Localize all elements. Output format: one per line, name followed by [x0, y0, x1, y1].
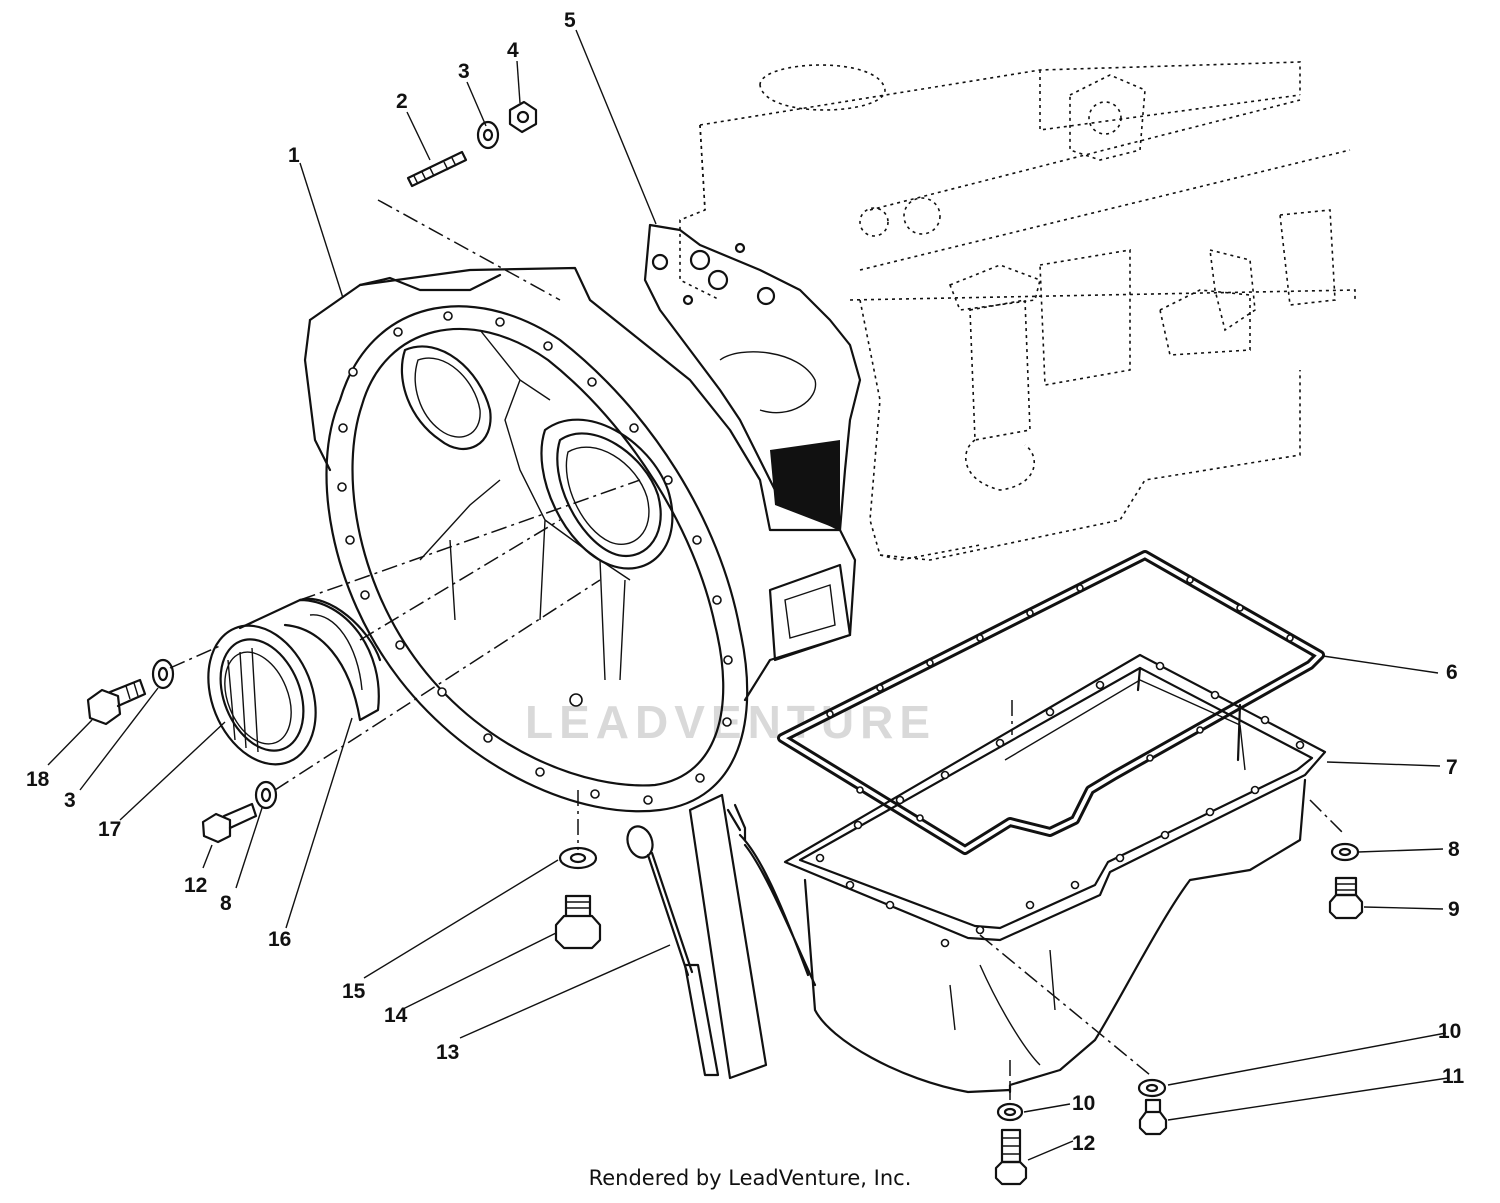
callout-13: 13: [436, 1041, 459, 1064]
part-8-washer-right: [1330, 842, 1360, 862]
part-12-bolt-left: [201, 802, 258, 844]
part-18-bolt: [86, 678, 147, 726]
gasket-bolt-holes: [826, 576, 1294, 822]
part-13-dipstick: [626, 825, 720, 1077]
callout-7: 7: [1446, 756, 1458, 779]
callout-5: 5: [564, 9, 576, 32]
part-16-seal-retainer: [238, 597, 382, 722]
part-6-oil-pan-gasket: [777, 550, 1325, 855]
engine-block: [679, 61, 1356, 561]
callout-12-left: 12: [184, 874, 207, 897]
centerline-bolt-18: [169, 644, 223, 669]
part-3-washer-left: [151, 658, 175, 690]
callout-9: 9: [1448, 898, 1460, 921]
callout-labels: 1 2 3 4 5 6 7 8 9 10 11 10 12 18 3 17 12…: [26, 9, 1465, 1155]
centerline-bolt-12: [274, 579, 601, 791]
leader-lines: [47, 29, 1449, 1161]
footer-credit: Rendered by LeadVenture, Inc.: [588, 1166, 912, 1190]
callout-18: 18: [26, 768, 50, 791]
part-8-washer-left: [254, 780, 278, 810]
part-15-washer: [558, 846, 598, 870]
callout-2: 2: [396, 90, 408, 113]
callout-10-right: 10: [1438, 1020, 1461, 1043]
centerline-seal: [299, 479, 641, 601]
part-7-oil-pan: [783, 653, 1327, 1094]
part-4-nut-top: [508, 100, 538, 134]
callout-16: 16: [268, 928, 291, 951]
callout-4: 4: [507, 39, 519, 62]
part-10-washer-bottom: [996, 1102, 1024, 1122]
part-1-flywheel-housing: [303, 266, 857, 813]
callout-17: 17: [98, 818, 121, 841]
part-11-bolt: [1138, 1098, 1168, 1136]
centerline-retainer: [359, 519, 561, 641]
callout-14: 14: [384, 1004, 408, 1027]
callout-15: 15: [342, 980, 366, 1003]
callout-11: 11: [1442, 1065, 1465, 1088]
callout-8-left: 8: [220, 892, 232, 915]
part-2-stud: [406, 150, 468, 188]
centerline-drain-right: [979, 934, 1151, 1076]
part-10-washer-right: [1137, 1078, 1167, 1098]
part-17-oil-seal: [207, 624, 317, 766]
flange-bolt-holes: [337, 311, 733, 805]
part-3-washer-top: [476, 120, 500, 150]
dipstick-guide-tube: [688, 793, 817, 1080]
callout-1: 1: [288, 144, 300, 167]
callout-10-bottom: 10: [1072, 1092, 1095, 1115]
centerline-stud: [377, 199, 561, 301]
callout-6: 6: [1446, 661, 1458, 684]
callout-8-right: 8: [1448, 838, 1460, 861]
pan-bolt-holes: [815, 661, 1305, 948]
callout-3-left: 3: [64, 789, 76, 812]
callout-3: 3: [458, 60, 470, 83]
centerline-bolt-9: [1309, 799, 1346, 836]
part-9-bolt: [1328, 876, 1364, 920]
part-14-drain-plug: [554, 894, 602, 950]
callout-12-bottom: 12: [1072, 1132, 1095, 1155]
part-5-rear-plate-gasket: [643, 223, 862, 532]
part-12-bolt-bottom: [994, 1128, 1028, 1186]
